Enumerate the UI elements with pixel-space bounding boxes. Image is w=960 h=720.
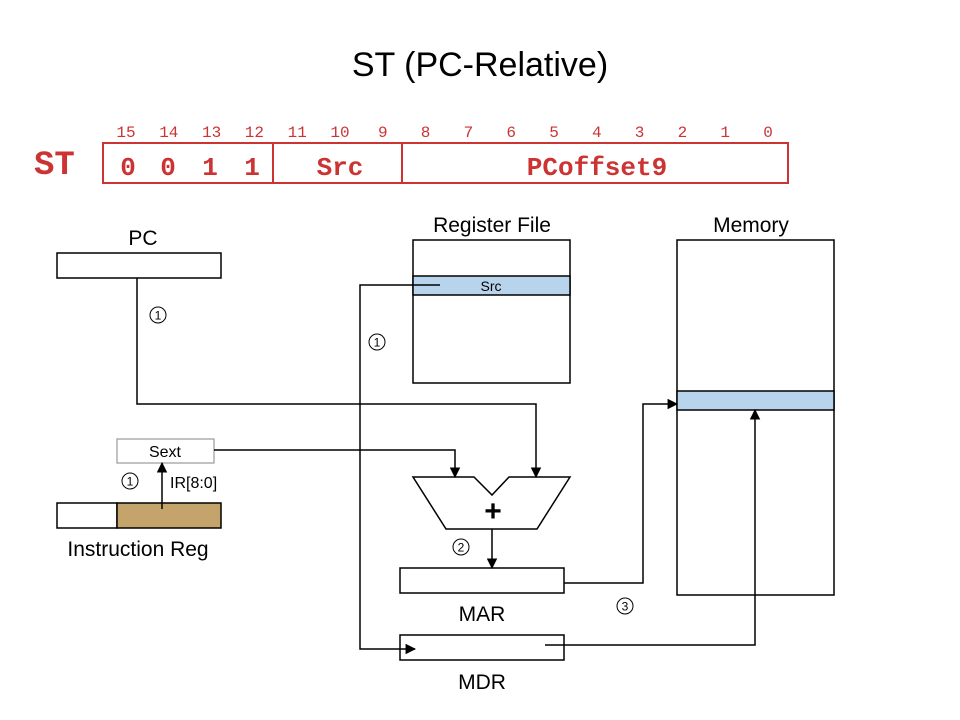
adder-plus-symbol: + [484, 495, 502, 528]
step-marker-number: 1 [374, 336, 381, 350]
bit-number: 14 [159, 124, 178, 142]
bit-number: 15 [116, 124, 135, 142]
sext-to-adder-wire [214, 449, 461, 479]
pc-register: PC [56, 227, 222, 279]
mar-box [399, 567, 565, 594]
bit-number: 1 [720, 124, 730, 142]
pc-label: PC [128, 227, 157, 250]
bit-number: 3 [635, 124, 645, 142]
bit-number: 7 [464, 124, 474, 142]
memory-target-location [676, 390, 835, 411]
bit-number: 8 [421, 124, 431, 142]
step-marker [368, 333, 386, 351]
step-markers: 1 1 1 2 3 [121, 306, 634, 615]
opcode-bit: 1 [202, 153, 218, 183]
bit-number: 2 [678, 124, 688, 142]
bit-number: 12 [245, 124, 264, 142]
mdr-box [399, 634, 565, 661]
mar-label: MAR [459, 603, 506, 626]
address-adder: + [411, 476, 572, 530]
pcoffset9-field-label: PCoffset9 [527, 153, 667, 183]
src-register-label: Src [481, 278, 502, 294]
register-file-box [412, 239, 571, 384]
mnemonic-label: ST [34, 147, 75, 185]
ir-offset-bits [116, 502, 222, 529]
bit-number: 13 [202, 124, 221, 142]
opcode-bit: 0 [160, 153, 176, 183]
ir-bits-label: IR[8:0] [170, 475, 217, 492]
bit-number: 0 [763, 124, 773, 142]
src-to-mdr-wire [359, 284, 440, 655]
sext-label: Sext [149, 444, 182, 461]
step-marker [149, 306, 167, 324]
step-marker-number: 1 [155, 309, 162, 323]
pc-box [56, 252, 222, 279]
instruction-reg-label: Instruction Reg [67, 538, 208, 561]
sext-box [116, 438, 215, 464]
step-marker-number: 3 [622, 600, 629, 614]
register-file: Register File Src [412, 214, 571, 384]
bit-number: 11 [288, 124, 307, 142]
pc-to-adder-wire [136, 278, 542, 479]
bit-number: 5 [549, 124, 559, 142]
mdr-label: MDR [458, 671, 506, 694]
mdr-to-memory-wire [545, 408, 761, 646]
sign-extend-unit: Sext [116, 438, 215, 464]
step-marker-number: 2 [458, 541, 465, 555]
ir-upper-bits [56, 502, 118, 529]
mar-to-memory-wire [564, 398, 679, 584]
src-field-label: Src [317, 153, 364, 183]
datapath-wires [136, 278, 761, 655]
bit-number: 10 [330, 124, 349, 142]
mar-register: MAR [399, 567, 565, 626]
mdr-register: MDR [399, 634, 565, 694]
bit-number: 4 [592, 124, 602, 142]
bit-number: 9 [378, 124, 388, 142]
bit-number: 6 [506, 124, 516, 142]
step-marker-number: 1 [127, 475, 134, 489]
register-file-label: Register File [433, 214, 551, 237]
encoding-box [102, 142, 789, 184]
opcode-bit: 0 [120, 153, 136, 183]
slide-title: ST (PC-Relative) [352, 46, 608, 84]
step-marker [452, 538, 470, 556]
step-marker [121, 472, 139, 490]
opcode-bit: 1 [244, 153, 260, 183]
memory-label: Memory [713, 214, 789, 237]
instruction-register: Instruction Reg IR[8:0] [56, 475, 222, 561]
step-marker [616, 597, 634, 615]
